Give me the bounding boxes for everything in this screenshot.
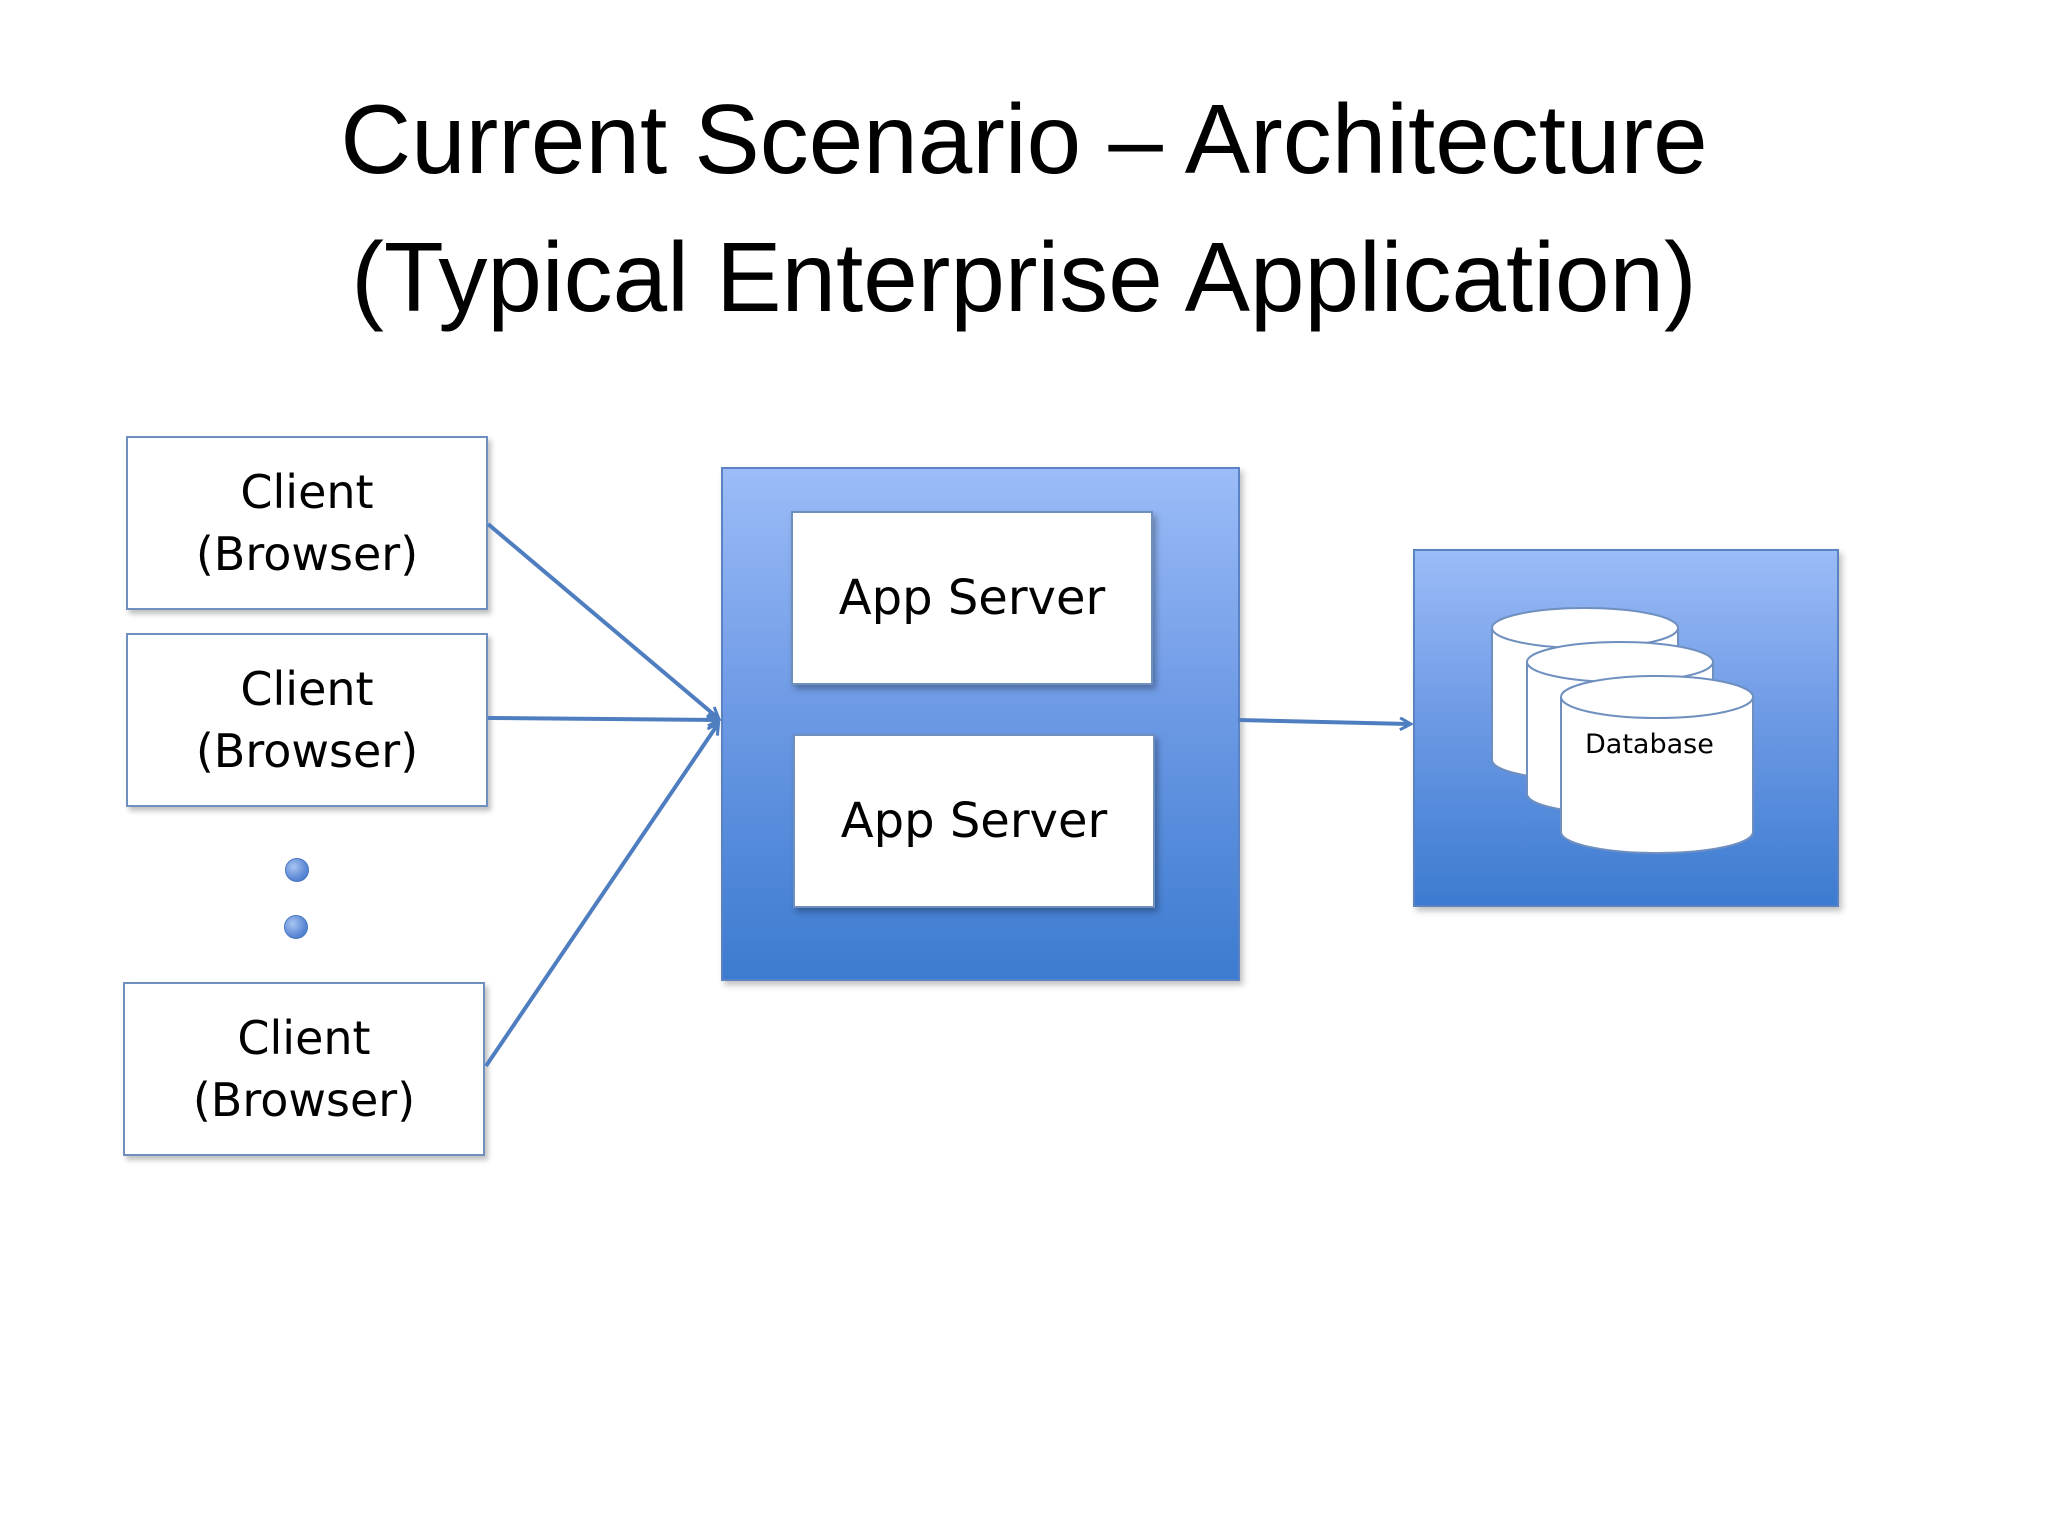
ellipsis-dot-1 <box>285 858 309 882</box>
client-browser-box-2: Client (Browser) <box>126 633 488 807</box>
client-label: Client <box>240 465 374 519</box>
client-label: Client <box>240 662 374 716</box>
arrow-client-2-to-app-servers <box>487 718 718 720</box>
client-sublabel: (Browser) <box>195 724 419 778</box>
client-label: Client <box>237 1011 371 1065</box>
database-panel <box>1413 549 1839 907</box>
arrow-app-servers-to-database <box>1237 720 1410 724</box>
slide-title: Current Scenario – Architecture (Typical… <box>0 70 2048 346</box>
app-server-box-2: App Server <box>793 734 1155 908</box>
arrow-client-1-to-app-servers <box>486 522 718 718</box>
client-sublabel: (Browser) <box>192 1073 416 1127</box>
app-server-label: App Server <box>838 570 1106 626</box>
ellipsis-dot-2 <box>284 915 308 939</box>
client-browser-box-3: Client (Browser) <box>123 982 485 1156</box>
arrow-client-3-to-app-servers <box>484 724 718 1068</box>
client-browser-box-1: Client (Browser) <box>126 436 488 610</box>
app-server-label: App Server <box>840 793 1108 849</box>
slide-title-line-2: (Typical Enterprise Application) <box>351 222 1697 332</box>
slide-title-line-1: Current Scenario – Architecture <box>340 84 1708 194</box>
app-server-box-1: App Server <box>791 511 1153 685</box>
client-sublabel: (Browser) <box>195 527 419 581</box>
